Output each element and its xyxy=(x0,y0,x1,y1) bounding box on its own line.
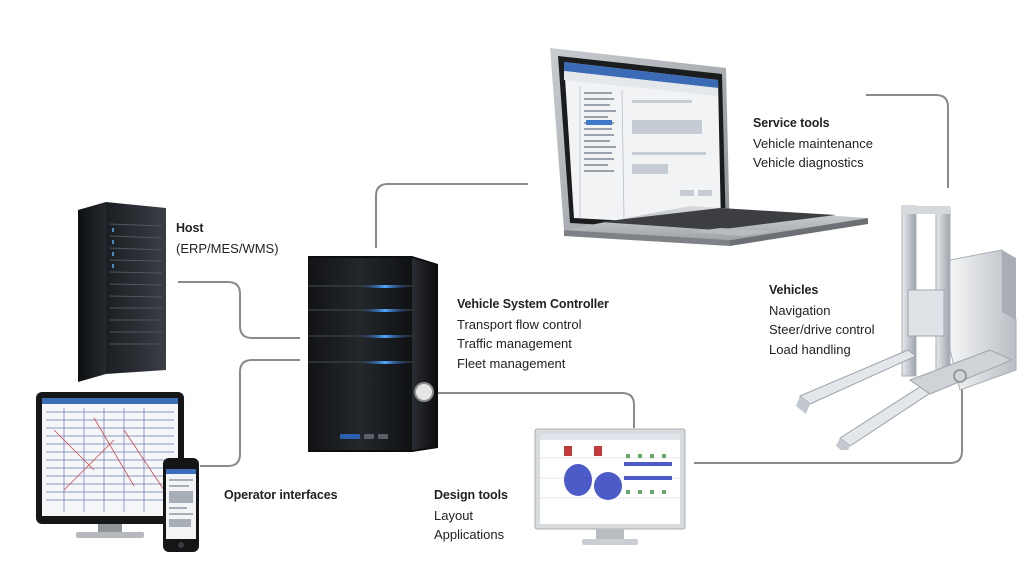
smartphone-icon xyxy=(163,458,199,552)
vehicles-title: Vehicles xyxy=(769,283,819,297)
controller-line-3: Fleet management xyxy=(457,355,566,371)
design-title: Design tools xyxy=(434,488,508,502)
service-line-2: Vehicle diagnostics xyxy=(753,155,864,170)
host-line-1: (ERP/MES/WMS) xyxy=(176,240,279,256)
service-line-1: Vehicle maintenance xyxy=(753,135,873,151)
operator-label: Operator interfaces xyxy=(224,486,338,506)
operator-title: Operator interfaces xyxy=(224,488,338,502)
connector-controller-design xyxy=(436,392,635,428)
vehicles-label: Vehicles Navigation Steer/drive control … xyxy=(769,281,875,359)
design-label: Design tools Layout Applications xyxy=(434,486,508,545)
vehicles-line-1: Navigation xyxy=(769,302,831,318)
laptop-icon xyxy=(550,48,868,246)
controller-line-2: Traffic management xyxy=(457,336,572,351)
forklift-vehicle-icon xyxy=(796,205,1017,450)
host-label: Host (ERP/MES/WMS) xyxy=(176,219,279,258)
host-server-icon xyxy=(78,202,166,382)
host-title: Host xyxy=(176,221,204,235)
controller-line-1: Transport flow control xyxy=(457,316,582,332)
connector-operator-controller xyxy=(200,359,300,467)
connector-laptop-vehicles xyxy=(866,94,949,188)
controller-server-icon xyxy=(308,256,438,452)
controller-title: Vehicle System Controller xyxy=(457,297,609,311)
design-line-1: Layout xyxy=(434,507,474,523)
service-label: Service tools Vehicle maintenance Vehicl… xyxy=(753,114,873,173)
connector-controller-laptop xyxy=(375,183,528,248)
connector-design-vehicles xyxy=(694,380,963,464)
desktop-monitor-icon xyxy=(36,392,184,538)
vehicles-line-3: Load handling xyxy=(769,341,851,357)
design-monitor-icon xyxy=(534,428,686,545)
connector-host-controller xyxy=(178,281,300,339)
vehicles-line-2: Steer/drive control xyxy=(769,322,875,337)
design-line-2: Applications xyxy=(434,527,505,542)
service-title: Service tools xyxy=(753,116,830,130)
controller-label: Vehicle System Controller Transport flow… xyxy=(457,295,609,373)
